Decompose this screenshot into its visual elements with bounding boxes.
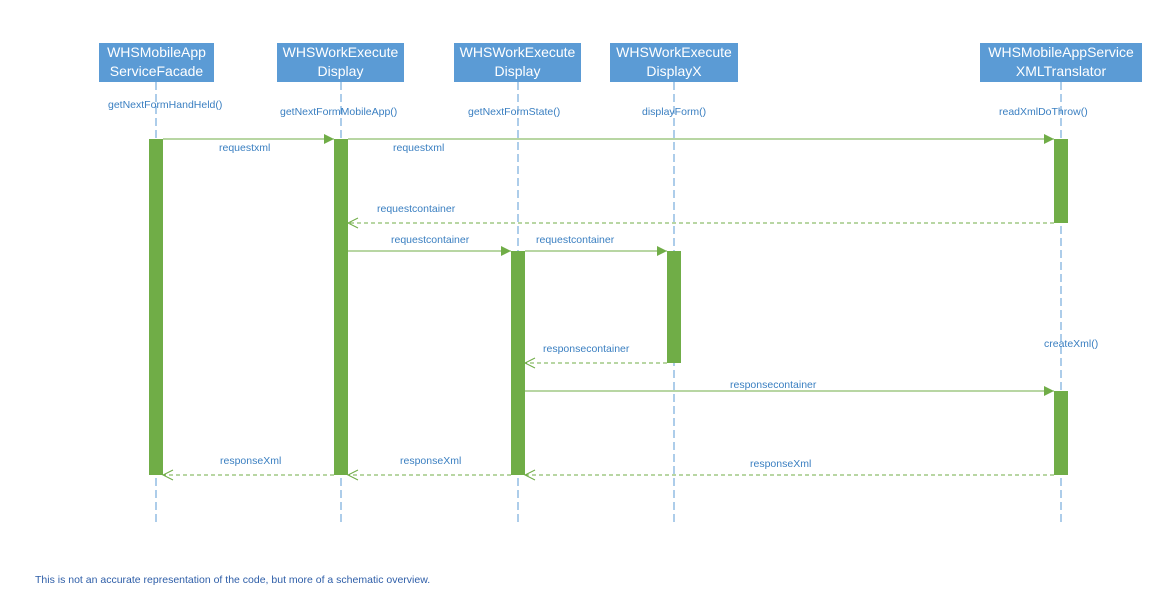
- arrowhead-call: [1044, 386, 1054, 396]
- participant-name: ServiceFacade: [109, 63, 204, 79]
- participant-name: Display: [317, 63, 364, 79]
- participant-name: WHSMobileAppService: [988, 44, 1134, 60]
- participant-header-2: WHSWorkExecute Display: [454, 43, 581, 82]
- method-label-1: getNextFormMobileApp(): [280, 106, 398, 118]
- participant-header-0: WHSMobileApp ServiceFacade: [99, 43, 214, 82]
- method-label-2: getNextFormState(): [468, 106, 561, 118]
- message-label: responsecontainer: [543, 343, 630, 355]
- message-label: requestcontainer: [391, 234, 470, 246]
- participant-name: XMLTranslator: [1015, 63, 1107, 79]
- message-label: responseXml: [400, 455, 462, 467]
- method-label-3: displayForm(): [642, 106, 707, 118]
- message-label: responsecontainer: [730, 379, 817, 391]
- participant-header-4: WHSMobileAppService XMLTranslator: [980, 43, 1142, 82]
- participant-name: WHSWorkExecute: [459, 44, 576, 60]
- activation-bar-2: [511, 251, 525, 475]
- arrowhead-return: [523, 469, 536, 481]
- message-label: requestcontainer: [536, 234, 615, 246]
- arrowhead-call: [501, 246, 511, 256]
- arrowhead-call: [657, 246, 667, 256]
- message-label: responseXml: [750, 458, 812, 470]
- arrowhead-return: [346, 217, 359, 229]
- activation-bar-4a: [1054, 139, 1068, 223]
- participant-header-1: WHSWorkExecute Display: [277, 43, 404, 82]
- participant-name: WHSWorkExecute: [282, 44, 399, 60]
- participant-header-3: WHSWorkExecute DisplayX: [610, 43, 738, 82]
- message-label: requestxml: [393, 142, 445, 154]
- method-label-createxml: createXml(): [1044, 338, 1099, 350]
- arrowhead-return: [161, 469, 174, 481]
- footnote: This is not an accurate representation o…: [35, 574, 431, 586]
- activation-bar-0: [149, 139, 163, 475]
- method-label-4: readXmlDoThrow(): [999, 106, 1088, 118]
- arrowhead-call: [324, 134, 334, 144]
- message-label: requestcontainer: [377, 203, 456, 215]
- message-label: requestxml: [219, 142, 271, 154]
- activation-bar-4b: [1054, 391, 1068, 475]
- arrowhead-return: [523, 357, 536, 369]
- activation-bar-1: [334, 139, 348, 475]
- method-label-0: getNextFormHandHeld(): [108, 99, 223, 111]
- participant-name: Display: [494, 63, 541, 79]
- participant-name: WHSMobileApp: [107, 44, 206, 60]
- arrowhead-return: [346, 469, 359, 481]
- activation-bar-3: [667, 251, 681, 363]
- participant-name: WHSWorkExecute: [616, 44, 732, 60]
- participant-name: DisplayX: [646, 63, 702, 79]
- message-label: responseXml: [220, 455, 282, 467]
- arrowhead-call: [1044, 134, 1054, 144]
